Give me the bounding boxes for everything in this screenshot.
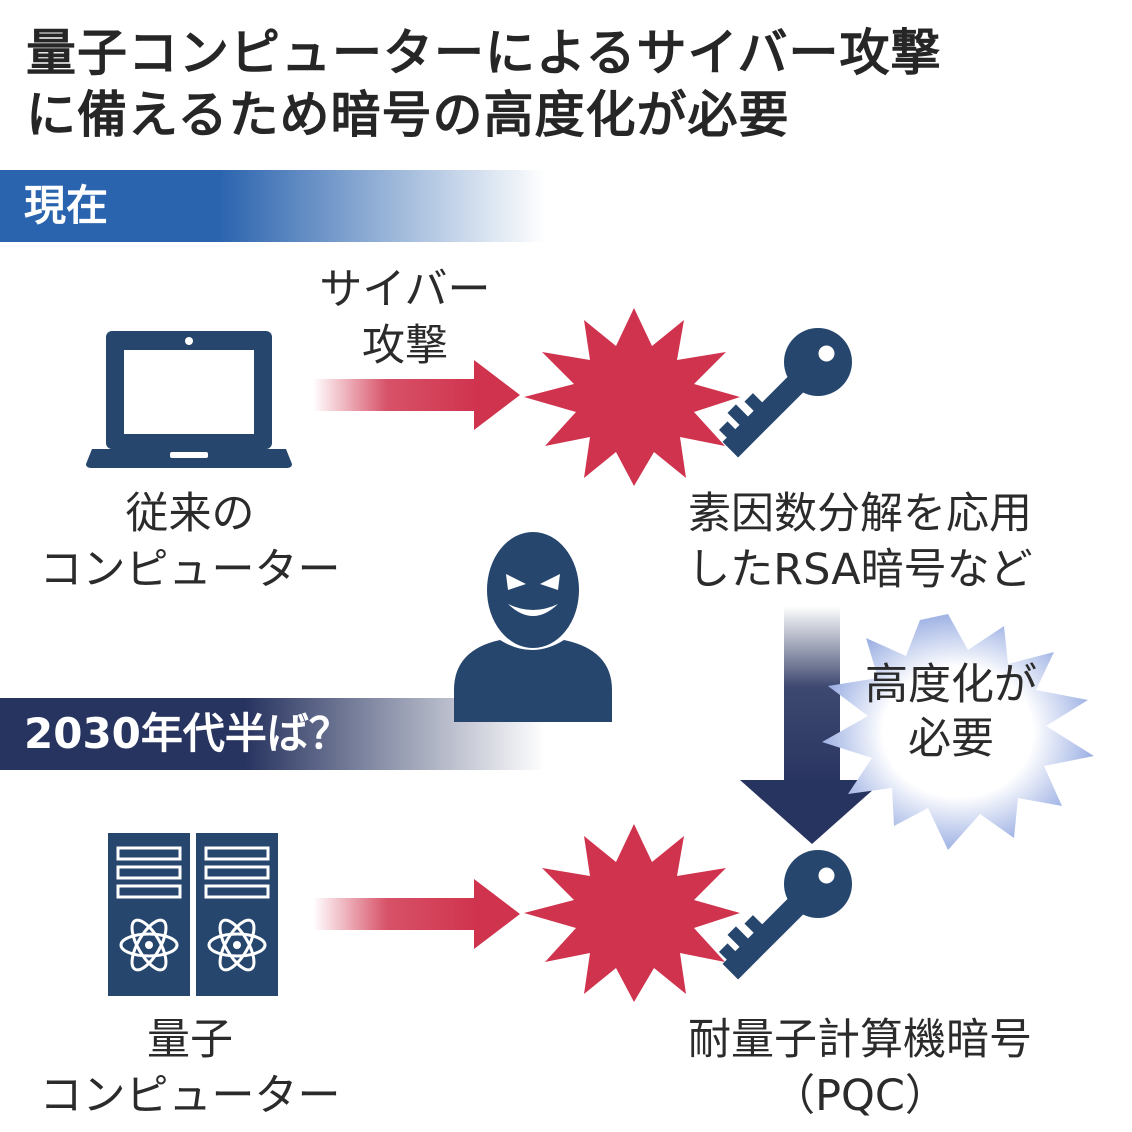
- hacker-icon: [454, 532, 612, 722]
- rsa-label-line-1: 素因数分解を応用: [688, 489, 1032, 539]
- attack-label: サイバー 攻撃: [290, 262, 520, 374]
- quantum-server-icon: [108, 833, 278, 996]
- attack-label-line-2: 攻撃: [362, 321, 448, 371]
- pqc-label-line-1: 耐量子計算機暗号: [688, 1015, 1032, 1065]
- server-left: [108, 833, 190, 996]
- rsa-label-line-2: したRSA暗号など: [687, 545, 1033, 595]
- conventional-computer-line-2: コンピューター: [39, 545, 341, 595]
- upgrade-burst-line-2: 必要: [908, 714, 994, 764]
- upgrade-arrow-down: [740, 606, 884, 844]
- rsa-label: 素因数分解を応用 したRSA暗号など: [645, 486, 1075, 598]
- title-line-1: 量子コンピューターによるサイバー攻撃: [26, 24, 942, 82]
- upgrade-burst-icon: [822, 614, 1094, 850]
- pqc-label-line-2: （PQC）: [772, 1071, 948, 1121]
- explosion-icon-top: [524, 308, 740, 486]
- quantum-computer-line-2: コンピューター: [39, 1071, 341, 1121]
- upgrade-burst-label: 高度化が 必要: [858, 658, 1044, 766]
- server-right: [196, 833, 278, 996]
- title-line-2: に備えるため暗号の高度化が必要: [26, 86, 790, 144]
- quantum-computer-line-1: 量子: [147, 1015, 233, 1065]
- conventional-computer-label: 従来の コンピューター: [10, 486, 370, 598]
- explosion-icon-bottom: [524, 824, 740, 1002]
- attack-label-line-1: サイバー: [319, 265, 491, 315]
- laptop-icon: [86, 331, 292, 468]
- upgrade-burst-line-1: 高度化が: [865, 660, 1037, 710]
- quantum-computer-label: 量子 コンピューター: [10, 1012, 370, 1124]
- key-icon-top: [719, 328, 852, 458]
- attack-arrow-top: [313, 360, 520, 430]
- key-icon-bottom: [719, 850, 852, 980]
- conventional-computer-line-1: 従来の: [125, 489, 255, 539]
- pqc-label: 耐量子計算機暗号 （PQC）: [645, 1012, 1075, 1124]
- section-band-future: 2030年代半ば？: [0, 698, 545, 770]
- page-title: 量子コンピューターによるサイバー攻撃 に備えるため暗号の高度化が必要: [26, 22, 1116, 146]
- section-band-now: 現在: [0, 170, 545, 242]
- attack-arrow-bottom: [313, 879, 520, 949]
